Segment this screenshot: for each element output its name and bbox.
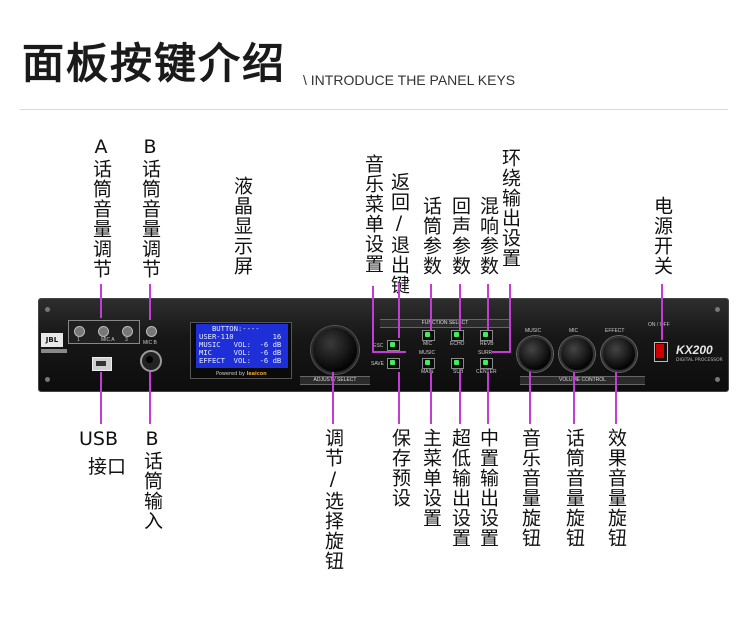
label-surround-out: 环绕输出设置: [499, 148, 521, 268]
mic-a-label: MIC A: [101, 337, 115, 343]
label-mic-a-volume: A话筒音量调节: [90, 136, 112, 279]
revb-led: [483, 332, 488, 337]
label-mic-b-input: B话筒输入: [141, 428, 163, 531]
label-adjust-select: 调节/选择旋钮: [322, 428, 344, 571]
label-main-menu: 主菜单设置: [420, 428, 442, 528]
brand-underline: [41, 349, 67, 353]
lcd-line-1: BUTTON:----: [199, 324, 260, 333]
label-power-switch: 电源开关: [651, 196, 673, 276]
sub-led: [454, 360, 459, 365]
label-center-out: 中置输出设置: [477, 428, 499, 548]
echo-btn-label: ECHO: [450, 341, 465, 347]
page-subtitle: \ INTRODUCE THE PANEL KEYS: [303, 72, 516, 88]
revb-btn-label: REVB: [480, 341, 494, 347]
on-off-label: ON / OFF: [648, 322, 670, 328]
powered-by-brand: leaicon: [246, 371, 267, 377]
mic-a-knob-3[interactable]: [122, 326, 133, 337]
mic-led: [425, 332, 430, 337]
label-effect-volume: 效果音量旋钮: [605, 428, 627, 548]
volume-control-strip: VOLUME CONTROL: [520, 376, 645, 385]
label-save-preset: 保存预设: [389, 428, 411, 508]
mic-a-knob-1[interactable]: [74, 326, 85, 337]
lcd-line-3: MUSIC VOL: -6 dB: [199, 340, 282, 349]
label-music-menu: 音乐菜单设置: [362, 154, 384, 274]
sub-btn-label: SUB: [453, 369, 464, 375]
mic-a-knob-2[interactable]: [98, 326, 109, 337]
save-label: SAVE: [371, 361, 384, 367]
adjust-select-dial[interactable]: [311, 326, 359, 374]
lcd-line-2: USER-110 16: [199, 332, 282, 341]
mic-b-label: MIC B: [143, 340, 157, 346]
usb-port-slot: [96, 361, 106, 366]
main-btn-label: MAIN: [421, 369, 434, 375]
music-volume-knob[interactable]: [517, 336, 553, 372]
rack-screw: [715, 307, 720, 312]
label-usb-port: 接口: [88, 456, 127, 478]
effect-knob-label: EFFECT: [605, 328, 625, 334]
music-knob-label: MUSIC: [525, 328, 542, 334]
page-title: 面板按键介绍: [22, 39, 287, 88]
header-divider: [20, 109, 728, 110]
rack-screw: [715, 377, 720, 382]
label-echo-params: 回声参数: [449, 196, 471, 276]
knob-number-1: 1: [77, 337, 80, 343]
label-usb: USB: [79, 428, 119, 450]
esc-led: [390, 342, 395, 347]
lcd-display: BUTTON:---- USER-110 16 MUSIC VOL: -6 dB…: [196, 324, 288, 368]
brand-logo: JBL: [41, 333, 63, 347]
esc-label: ESC: [373, 343, 384, 349]
powered-by-label: Powered by: [216, 371, 245, 377]
power-rocker: [656, 344, 664, 358]
label-mic-b-volume: B话筒音量调节: [139, 136, 161, 279]
echo-led: [454, 332, 459, 337]
mic-btn-label: MIC: [423, 341, 433, 347]
center-led: [483, 360, 488, 365]
label-music-volume: 音乐音量旋钮: [519, 428, 541, 548]
mic-b-knob[interactable]: [146, 326, 157, 337]
music-btn-label: MUSIC: [419, 350, 436, 356]
model-subtitle: DIGITAL PROCESSOR: [676, 358, 723, 363]
center-btn-label: CENTER: [476, 369, 497, 375]
surr-btn-label: SURR: [478, 350, 493, 356]
effect-volume-knob[interactable]: [601, 336, 637, 372]
knob-number-3: 3: [125, 337, 128, 343]
main-led: [425, 360, 430, 365]
mic-volume-knob[interactable]: [559, 336, 595, 372]
label-mic-params: 话筒参数: [420, 196, 442, 276]
rack-screw: [45, 307, 50, 312]
model-name: KX200: [676, 343, 713, 357]
label-reverb-params: 混响参数: [477, 196, 499, 276]
lcd-line-4: MIC VOL: -6 dB: [199, 348, 282, 357]
rack-screw: [45, 377, 50, 382]
label-lcd-screen: 液晶显示屏: [231, 176, 253, 276]
function-select-strip: FUNCTION SELECT: [380, 319, 510, 328]
lcd-line-5: EFFECT VOL: -6 dB: [199, 356, 282, 365]
mic-knob-label: MIC: [569, 328, 579, 334]
label-back-exit: 返回/退出键: [388, 172, 410, 295]
jack-hole: [146, 356, 153, 363]
label-mic-volume: 话筒音量旋钮: [563, 428, 585, 548]
adjust-select-strip: ADJUST / SELECT: [300, 376, 370, 385]
label-subwoofer-out: 超低输出设置: [449, 428, 471, 548]
powered-by-text: Powered by leaicon: [216, 371, 267, 377]
save-led: [390, 360, 395, 365]
